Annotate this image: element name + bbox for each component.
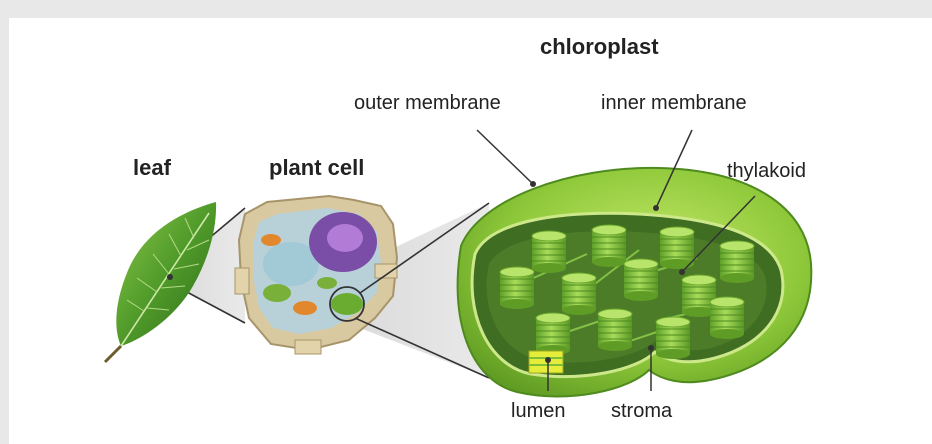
chloroplast-illustration: [458, 168, 812, 397]
chloroplast-diagram: [9, 18, 932, 444]
thylakoid-stack: [532, 231, 566, 273]
thylakoid-label: thylakoid: [727, 160, 806, 182]
thylakoid-stack: [562, 273, 596, 315]
thylakoid-stack: [598, 309, 632, 351]
stroma-label: stroma: [611, 400, 672, 422]
chloroplast-title: chloroplast: [540, 35, 659, 59]
thylakoid-stack: [660, 227, 694, 269]
lumen-label: lumen: [511, 400, 565, 422]
thylakoid-stack: [536, 313, 570, 355]
outer-membrane-label: outer membrane: [354, 92, 501, 114]
leaf-label: leaf: [133, 156, 171, 180]
thylakoid-stack: [710, 297, 744, 339]
plant-cell-label: plant cell: [269, 156, 364, 180]
inner-membrane-label: inner membrane: [601, 92, 747, 114]
thylakoid-stack: [656, 317, 690, 359]
leader-outer-membrane: [477, 130, 533, 184]
thylakoid-stack: [500, 267, 534, 309]
thylakoid-stack: [592, 225, 626, 267]
thylakoid-stack: [720, 241, 754, 283]
thylakoid-stack: [624, 259, 658, 301]
